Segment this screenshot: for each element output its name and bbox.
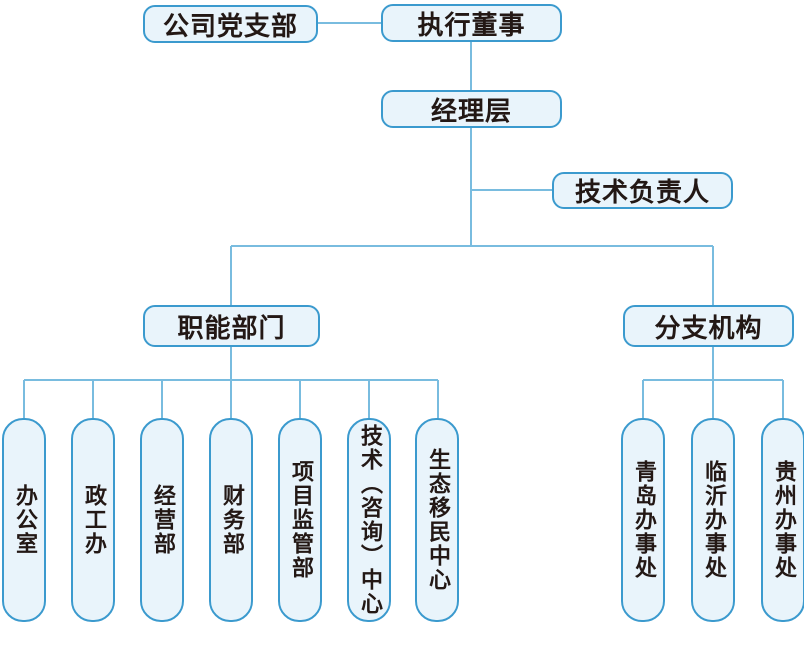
dept-technical-consulting-center-label: 技术（咨询）中心 xyxy=(357,424,382,616)
dept-general-office-label: 办公室 xyxy=(12,484,37,556)
node-management-layer-label: 经理层 xyxy=(430,96,512,127)
dept-finance-label: 财务部 xyxy=(219,484,244,556)
node-technical-director-label: 技术负责人 xyxy=(574,178,710,208)
node-executive-director: 执行董事 xyxy=(381,4,562,42)
office-qingdao-label: 青岛办事处 xyxy=(631,460,656,580)
node-management-layer: 经理层 xyxy=(381,90,562,128)
dept-finance: 财务部 xyxy=(209,418,253,622)
node-branch-offices-label: 分支机构 xyxy=(654,313,763,344)
dept-ecological-migration-center: 生态移民中心 xyxy=(415,418,459,622)
office-guizhou-label: 贵州办事处 xyxy=(771,460,796,580)
node-functional-departments-label: 职能部门 xyxy=(177,313,286,344)
dept-operations-label: 经营部 xyxy=(150,484,175,556)
node-technical-director: 技术负责人 xyxy=(552,172,733,209)
office-guizhou: 贵州办事处 xyxy=(761,418,804,622)
dept-operations: 经营部 xyxy=(140,418,184,622)
dept-project-supervision: 项目监管部 xyxy=(278,418,322,622)
node-party-branch-label: 公司党支部 xyxy=(162,11,298,42)
office-linyi: 临沂办事处 xyxy=(691,418,735,622)
node-functional-departments: 职能部门 xyxy=(143,305,320,347)
node-branch-offices: 分支机构 xyxy=(623,305,794,347)
node-executive-director-label: 执行董事 xyxy=(417,10,526,41)
dept-political-work-office: 政工办 xyxy=(71,418,115,622)
node-party-branch: 公司党支部 xyxy=(143,5,318,43)
dept-technical-consulting-center: 技术（咨询）中心 xyxy=(347,418,391,622)
dept-ecological-migration-center-label: 生态移民中心 xyxy=(425,448,450,592)
dept-project-supervision-label: 项目监管部 xyxy=(288,460,313,580)
dept-general-office: 办公室 xyxy=(2,418,46,622)
office-qingdao: 青岛办事处 xyxy=(621,418,665,622)
office-linyi-label: 临沂办事处 xyxy=(701,460,726,580)
dept-political-work-office-label: 政工办 xyxy=(81,484,106,556)
